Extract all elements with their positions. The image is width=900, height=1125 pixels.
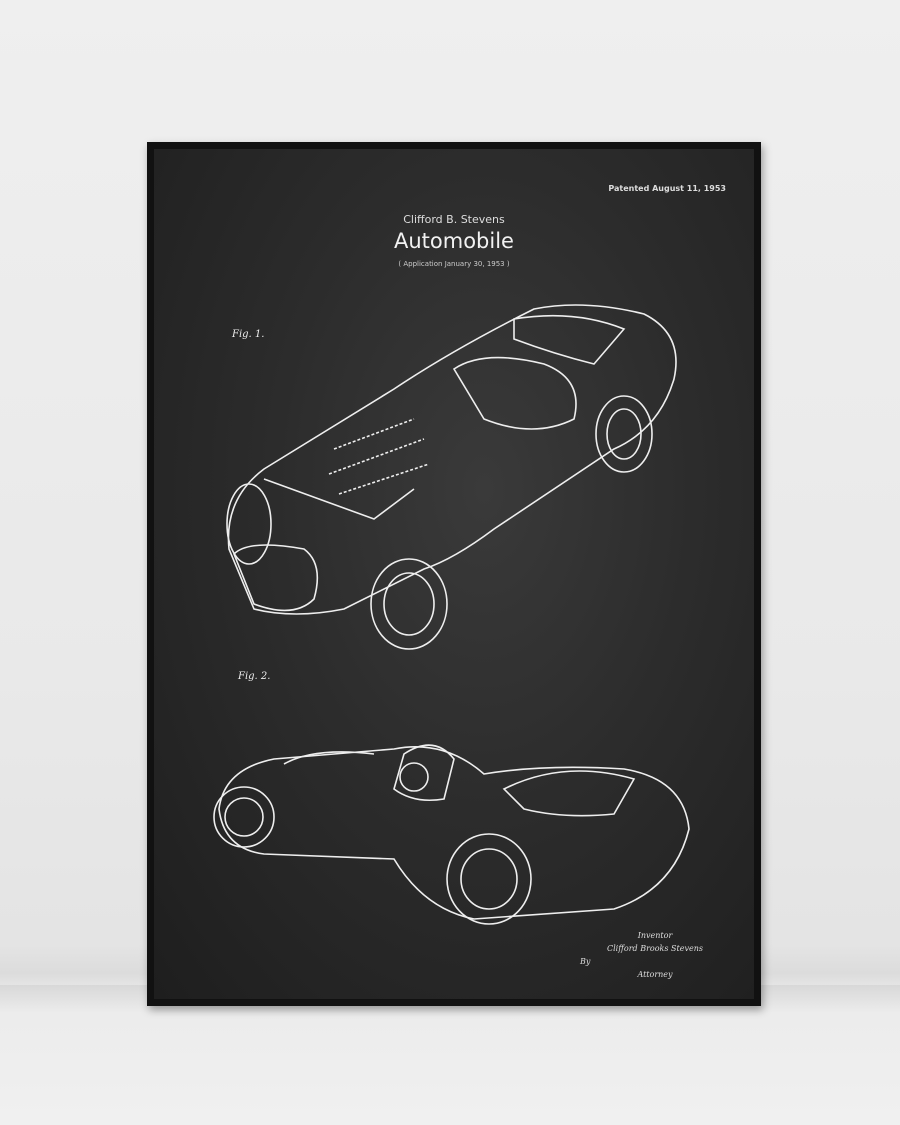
poster-frame: Patented August 11, 1953 Clifford B. Ste… — [147, 142, 761, 1006]
fig-1-label: Fig. 1. — [232, 329, 265, 340]
application-date: ( Application January 30, 1953 ) — [398, 260, 510, 268]
inventor-name: Clifford B. Stevens — [403, 213, 505, 226]
car-fig-1-drawing — [226, 304, 677, 650]
fig-2-label: Fig. 2. — [238, 671, 271, 682]
by-label: By — [580, 957, 591, 966]
poster-title: Automobile — [394, 229, 514, 253]
car-fig-2-drawing — [213, 744, 690, 925]
signature-block: Inventor Clifford Brooks Stevens By Atto… — [580, 929, 730, 981]
patent-poster: Patented August 11, 1953 Clifford B. Ste… — [154, 149, 754, 999]
car-drawings — [213, 304, 690, 925]
inventor-signature: Clifford Brooks Stevens — [607, 944, 703, 953]
floor — [0, 985, 900, 1125]
patent-date: Patented August 11, 1953 — [608, 184, 726, 193]
attorney-label: Attorney — [637, 970, 673, 979]
inventor-label: Inventor — [637, 931, 673, 940]
